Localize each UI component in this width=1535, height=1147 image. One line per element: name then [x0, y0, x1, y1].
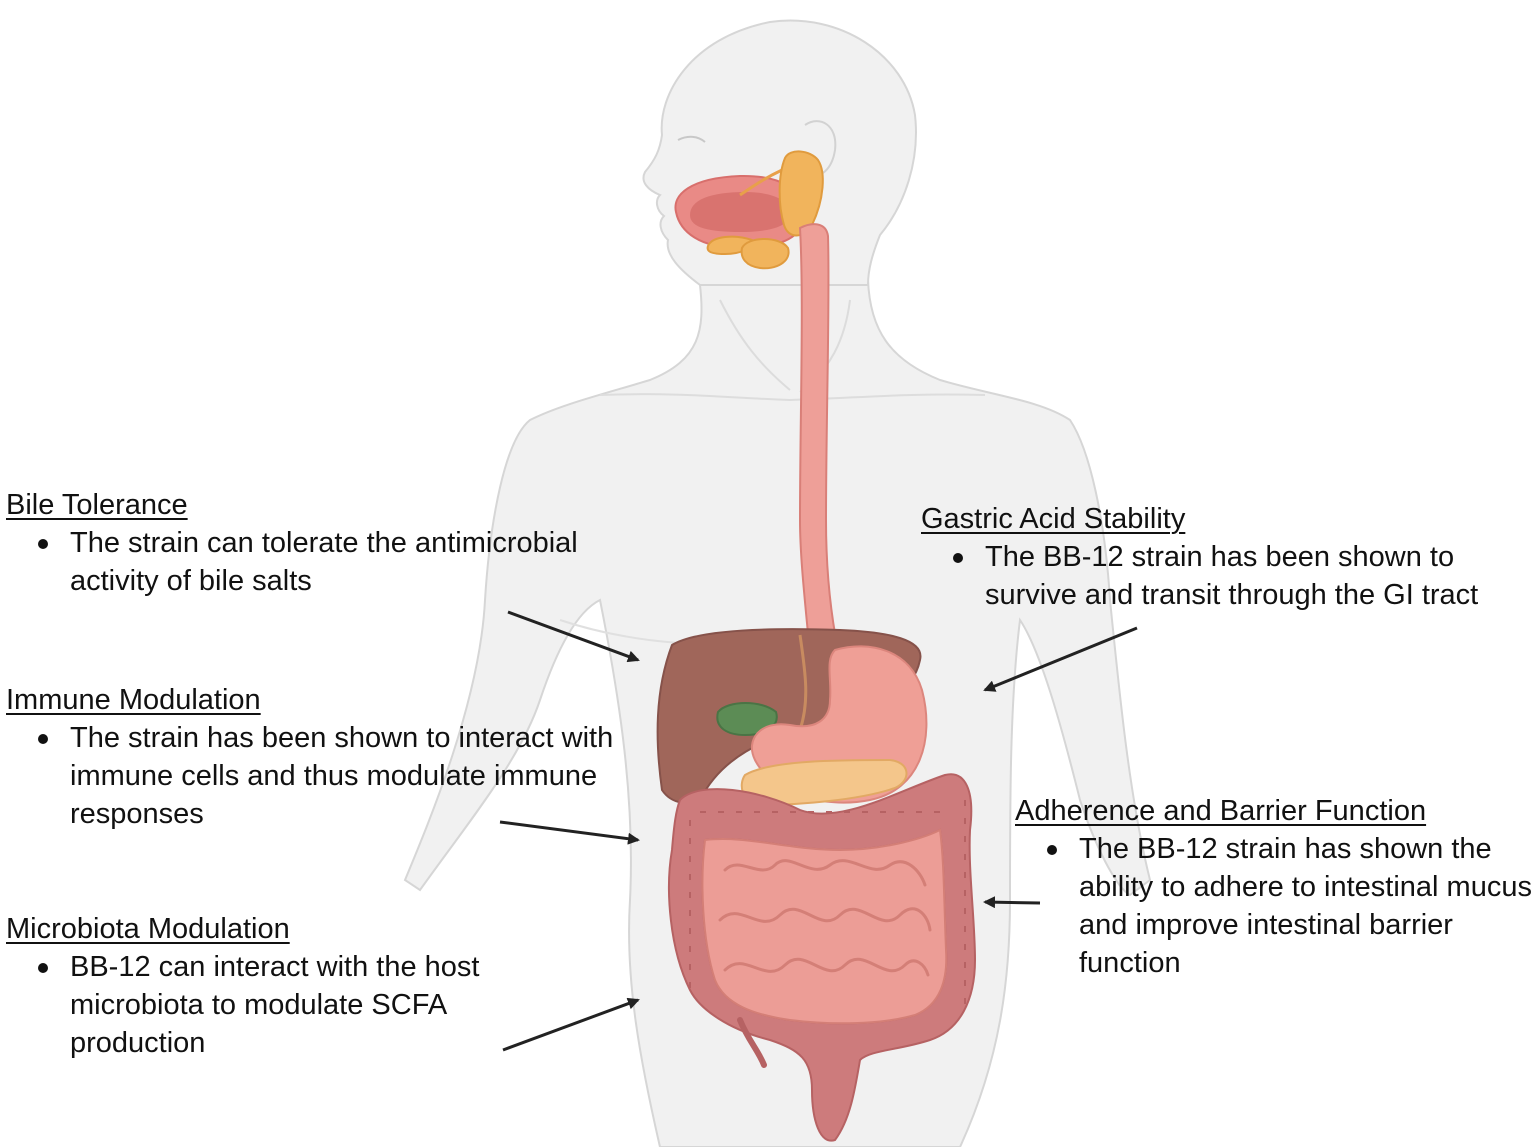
appendix-icon: [737, 1017, 767, 1068]
callout-bullets: The strain has been shown to interact wi…: [6, 719, 646, 833]
tongue: [690, 192, 791, 232]
arrow-gastric: [983, 626, 1138, 692]
callout-title: Gastric Acid Stability: [921, 503, 1186, 535]
callout-bullets: BB-12 can interact with the host microbi…: [6, 948, 566, 1062]
callout-bullets: The strain can tolerate the antimicrobia…: [6, 524, 666, 600]
liver-lobe-divide: [798, 634, 808, 731]
small-intestine-icon: [701, 828, 948, 1025]
callout-title: Bile Tolerance: [6, 489, 188, 521]
esophagus-icon: [798, 223, 840, 657]
callout-adherence-barrier-function: Adherence and Barrier Function The BB-12…: [1015, 792, 1535, 982]
callout-bullets: The BB-12 strain has shown the ability t…: [1015, 830, 1535, 982]
large-intestine-icon: [668, 773, 977, 1142]
callout-title: Immune Modulation: [6, 684, 261, 716]
callout-gastric-acid-stability: Gastric Acid Stability The BB-12 strain …: [921, 500, 1535, 614]
small-intestine-loops: [718, 859, 932, 977]
callout-bile-tolerance: Bile Tolerance The strain can tolerate t…: [6, 486, 666, 600]
submandibular-gland-icon: [740, 238, 790, 270]
arrow-immune: [499, 820, 640, 845]
arrow-adherence: [983, 896, 1041, 909]
callout-bullet: BB-12 can interact with the host microbi…: [38, 948, 566, 1062]
arrow-bile: [507, 610, 640, 663]
callout-immune-modulation: Immune Modulation The strain has been sh…: [6, 681, 646, 833]
callout-title: Adherence and Barrier Function: [1015, 795, 1427, 827]
callout-microbiota-modulation: Microbiota Modulation BB-12 can interact…: [6, 910, 566, 1062]
eye-outline: [677, 135, 706, 143]
arrow-microbiota: [502, 997, 640, 1052]
callout-bullets: The BB-12 strain has been shown to survi…: [921, 538, 1535, 614]
callout-arrows: [499, 610, 1138, 1052]
callout-bullet: The BB-12 strain has shown the ability t…: [1047, 830, 1535, 982]
callout-title: Microbiota Modulation: [6, 913, 290, 945]
callout-bullet: The strain can tolerate the antimicrobia…: [38, 524, 666, 600]
collarbone-line: [599, 393, 986, 402]
small-intestine-mass: [701, 828, 948, 1025]
callout-bullet: The BB-12 strain has been shown to survi…: [953, 538, 1535, 614]
mouth-and-salivary: [674, 150, 824, 270]
neck-line-left: [719, 299, 791, 391]
salivary-duct-icon: [739, 168, 783, 197]
callout-bullet: The strain has been shown to interact wi…: [38, 719, 646, 833]
colon-haustra: [689, 800, 966, 1010]
